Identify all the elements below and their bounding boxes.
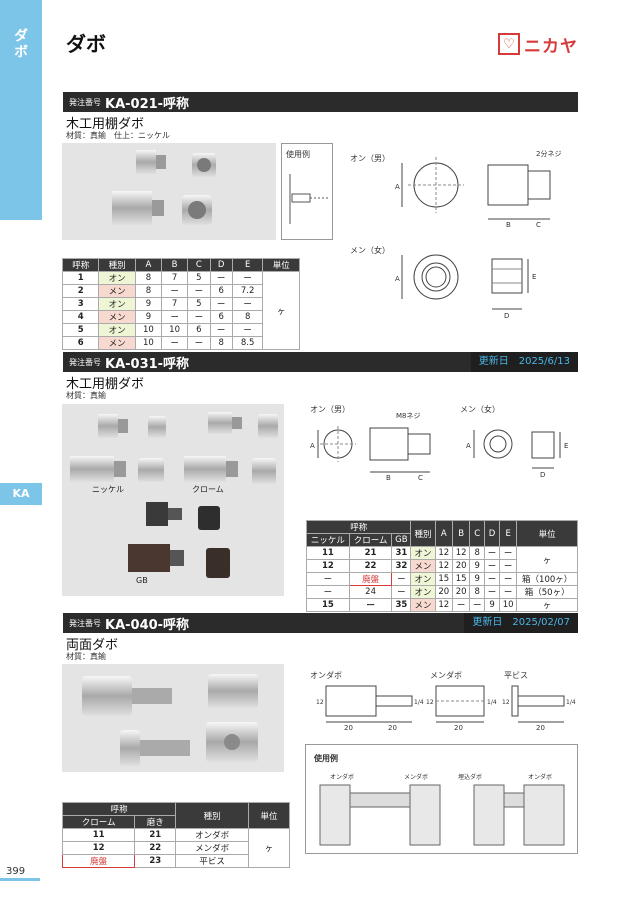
svg-text:20: 20 — [536, 724, 545, 732]
chrome-label: クローム — [192, 485, 224, 494]
male-label: オン（男） — [310, 405, 350, 414]
sidebar-title: ダボ — [12, 28, 28, 60]
usage-example-box: 使用例 オンダボ メンダボ 埋込ダボ オンダボ — [305, 744, 578, 854]
svg-text:12: 12 — [502, 699, 510, 706]
svg-text:1/4: 1/4 — [487, 699, 497, 706]
female-label: メン（女） — [460, 404, 500, 414]
usage-embedded-dowel-label: 埋込ダボ — [458, 773, 482, 781]
product-photo — [62, 143, 276, 240]
svg-text:1/4: 1/4 — [566, 699, 576, 706]
updated-date: 更新日 2025/6/13 — [470, 352, 578, 372]
svg-text:A: A — [466, 442, 471, 450]
usage-on-dowel-label: オンダボ — [330, 773, 354, 781]
material-text: 材質：真鍮 — [66, 391, 106, 400]
usage-on-dowel-label-2: オンダボ — [528, 773, 552, 781]
material-text: 材質：真鍮 仕上：ニッケル — [66, 131, 170, 140]
section-subtitle: 木工用棚ダボ — [66, 377, 145, 392]
usage-diagram — [289, 174, 330, 224]
product-photo: ニッケル クローム GB — [62, 404, 284, 596]
svg-text:C: C — [418, 474, 423, 482]
gb-label: GB — [136, 576, 148, 585]
svg-text:20: 20 — [344, 724, 353, 732]
flat-screw-label: 平ビス — [504, 671, 528, 680]
svg-text:D: D — [540, 471, 545, 479]
page-number: 399 — [6, 866, 26, 877]
dowel-photo-illustration — [70, 412, 278, 578]
page-title: ダボ — [66, 32, 106, 56]
sidebar-tab-ka[interactable]: KA — [0, 483, 42, 505]
svg-text:20: 20 — [454, 724, 463, 732]
svg-text:C: C — [536, 221, 541, 229]
male-label: オン（男） — [350, 154, 390, 163]
section-header-ka021: 発注番号 KA-021-呼称 — [63, 92, 578, 112]
section-header-ka031: 発注番号 KA-031-呼称 更新日 2025/6/13 — [63, 352, 578, 372]
female-label: メン（女） — [350, 245, 390, 255]
svg-text:12: 12 — [316, 699, 324, 706]
ka031-dimension-drawing: オン（男） A M8ネジ B C メン（女） A E D — [310, 404, 568, 482]
svg-text:E: E — [564, 442, 568, 450]
double-dowel-photo-illustration — [82, 674, 258, 766]
svg-text:A: A — [310, 442, 315, 450]
updated-date: 更新日 2025/02/07 — [464, 613, 578, 633]
brand-logo: ♡ ニカヤ — [498, 32, 588, 57]
discontinued-badge: 廃盤 — [348, 572, 393, 586]
product-photo — [62, 664, 284, 772]
svg-text:A: A — [395, 275, 400, 283]
svg-text:D: D — [504, 312, 509, 320]
on-dowel-label: オンダボ — [310, 670, 342, 680]
section-subtitle: 両面ダボ — [66, 638, 119, 653]
svg-text:1/4: 1/4 — [414, 699, 424, 706]
page-number-underline — [0, 878, 40, 881]
svg-text:12: 12 — [426, 699, 434, 706]
thread-label: M8ネジ — [396, 412, 421, 420]
usage-diagram: オンダボ メンダボ 埋込ダボ オンダボ — [319, 773, 565, 846]
dowel-photo-illustration — [112, 150, 216, 225]
men-dowel-label: メンダボ — [430, 670, 462, 680]
svg-text:B: B — [506, 221, 511, 229]
discontinued-badge: 廃盤 — [61, 854, 136, 868]
usage-men-dowel-label: メンダボ — [404, 773, 428, 781]
svg-text:B: B — [386, 474, 391, 482]
heart-icon: ♡ — [498, 33, 520, 55]
section-subtitle: 木工用棚ダボ — [66, 117, 145, 132]
svg-text:20: 20 — [388, 724, 397, 732]
svg-text:E: E — [532, 273, 536, 281]
svg-text:A: A — [395, 183, 400, 191]
nickel-label: ニッケル — [92, 485, 124, 494]
section-header-ka040: 発注番号 KA-040-呼称 更新日 2025/02/07 — [63, 613, 578, 633]
material-text: 材質：真鍮 — [66, 652, 106, 661]
thread-label: 2分ネジ — [536, 149, 561, 158]
ka021-dimension-drawing: オン（男） A 2分ネジ B C メン（女） A E D — [350, 149, 561, 320]
sidebar — [0, 0, 42, 220]
usage-example-box: 使用例 — [281, 143, 333, 240]
